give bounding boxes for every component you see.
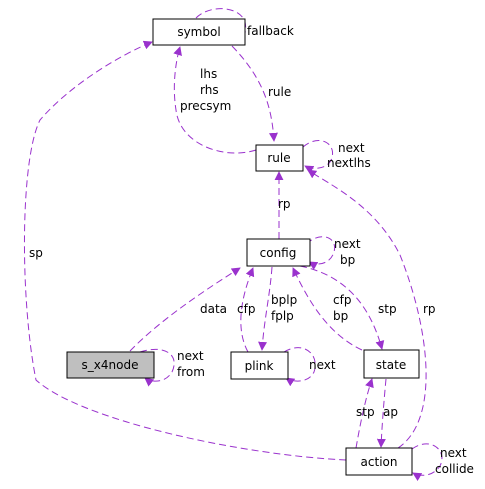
node-plink[interactable]: plink [230,351,289,380]
edge-s-x4node-self [139,348,175,387]
node-config[interactable]: config [246,238,311,267]
label-s-x4node-config: data [200,302,227,316]
node-rule[interactable]: rule [255,144,304,172]
edge-config-self [305,236,336,270]
label-rule-self-next: next [338,141,365,155]
edge-state-config [292,267,363,351]
node-config-label: config [260,246,297,260]
node-action-label: action [361,455,398,469]
label-action-self-next: next [440,446,467,460]
edge-action-state [355,378,374,449]
label-s-x4node-self-next: next [177,349,204,363]
label-config-rule: rp [278,197,291,211]
node-rule-label: rule [267,151,290,165]
edges [23,8,443,482]
label-rule-self-nextlhs: nextlhs [327,156,371,170]
label-plink-self: next [309,358,336,372]
edge-plink-config [240,267,255,353]
label-action-self-collide: collide [435,462,474,476]
edge-action-self [411,443,443,482]
label-rule-symbol-rhs: rhs [200,83,219,97]
label-action-state: stp [356,405,375,419]
label-action-symbol: sp [29,246,43,260]
node-action[interactable]: action [345,447,413,476]
label-rule-symbol-lhs: lhs [200,67,217,81]
node-state-label: state [376,358,406,372]
label-config-self-next: next [334,237,361,251]
node-symbol-label: symbol [177,25,220,39]
node-s-x4node-label: s_x4node [82,358,139,372]
edge-s-x4node-config [129,267,241,352]
edge-state-action [376,378,387,448]
node-symbol[interactable]: symbol [152,18,246,46]
edge-rule-self [302,140,334,174]
label-config-self-bp: bp [340,253,355,267]
label-state-config-cfp: cfp [333,293,351,307]
label-symbol-rule: rule [268,85,291,99]
node-state[interactable]: state [363,349,420,379]
node-s-x4node[interactable]: s_x4node [66,351,155,379]
edge-config-state [299,265,385,350]
edge-labels: fallback rule lhs rhs precsym next nextl… [29,24,474,476]
label-config-plink-fplp: fplp [271,309,294,323]
label-symbol-fallback: fallback [247,24,294,38]
label-s-x4node-self-from: from [177,365,205,379]
label-rule-symbol-precsym: precsym [180,99,231,113]
edge-action-rule [307,169,427,449]
nodes: symbol rule config s_x4node plink state … [66,18,420,476]
label-config-state: stp [378,302,397,316]
edge-rule-symbol [173,46,257,154]
label-state-config-bp: bp [333,309,348,323]
label-state-action: ap [383,405,398,419]
edge-plink-self [283,347,316,387]
label-config-plink-bplp: bplp [271,293,297,307]
label-plink-config: cfp [237,302,255,316]
label-action-rule: rp [423,302,436,316]
edge-symbol-rule [231,45,278,142]
node-plink-label: plink [245,359,274,373]
